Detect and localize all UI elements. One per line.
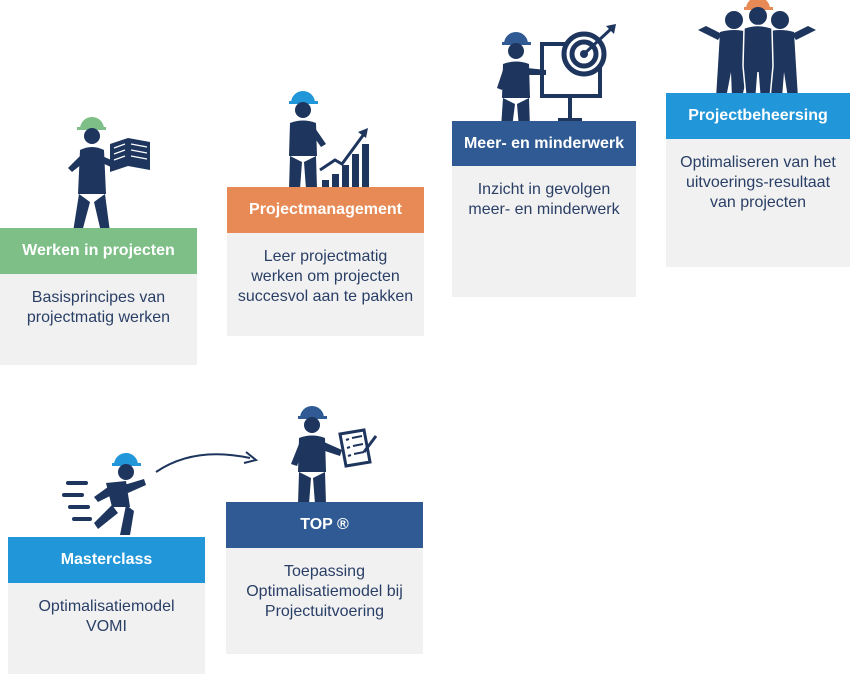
arrow-icon [154,446,262,476]
card-masterclass: Masterclass Optimalisatiemodel VOMI [8,537,205,674]
target-board-worker-icon [492,22,626,130]
checklist-worker-icon [286,404,380,504]
card-title: Masterclass [8,537,205,583]
card-description: Toepassing Optimalisatiemodel bij Projec… [226,548,423,654]
card-projectmanagement: Projectmanagement Leer projectmatig werk… [227,187,424,336]
team-workers-icon [694,0,824,100]
card-top: TOP ® Toepassing Optimalisatiemodel bij … [226,502,423,654]
card-description: Leer projectmatig werken om projecten su… [227,233,424,336]
growth-chart-worker-icon [280,90,372,190]
card-description: Optimaliseren van het uitvoerings-result… [666,139,850,267]
card-title: Werken in projecten [0,228,197,274]
card-title: TOP ® [226,502,423,548]
card-projectbeheersing: Projectbeheersing Optimaliseren van het … [666,93,850,267]
card-werken-in-projecten: Werken in projecten Basisprincipes van p… [0,228,197,365]
card-description: Optimalisatiemodel VOMI [8,583,205,674]
card-meer-en-minderwerk: Meer- en minderwerk Inzicht in gevolgen … [452,121,636,297]
card-description: Basisprincipes van projectmatig werken [0,274,197,365]
reading-worker-icon [58,112,158,234]
card-description: Inzicht in gevolgen meer- en minderwerk [452,166,636,297]
card-title: Projectbeheersing [666,93,850,139]
running-worker-icon [60,445,152,537]
card-title: Meer- en minderwerk [452,121,636,166]
card-title: Projectmanagement [227,187,424,233]
